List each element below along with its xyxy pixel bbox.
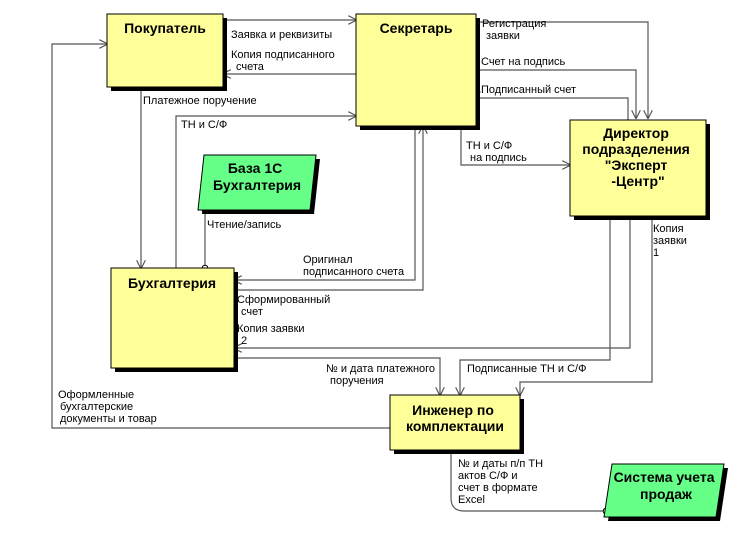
label-read-write: Чтение/запись — [207, 219, 282, 231]
store-db1c-title: База 1С Бухгалтерия — [213, 160, 301, 193]
label-signed-tn-sf: Подписанные ТН и С/Ф — [467, 363, 586, 375]
label-signed-invoice: Подписанный счет — [481, 84, 576, 96]
box-buyer-title: Покупатель — [124, 20, 206, 36]
label-request-copy-2: Копия заявки 2 — [237, 323, 308, 347]
label-payment-no-date: № и дата платежного поручения — [326, 363, 438, 387]
conn-copy-2 — [234, 216, 631, 348]
conn-docs-to-buyer — [51, 44, 390, 429]
label-excel-export: № и даты п/п ТН актов С/Ф и счет в форма… — [458, 458, 546, 506]
conn-tn-sf-to-director — [460, 126, 570, 165]
store-db1c[interactable]: База 1С Бухгалтерия — [197, 154, 320, 214]
label-docs-goods: Оформленные бухгалтерские документы и то… — [58, 389, 157, 425]
label-tn-sf-to-sign: ТН и С/Ф на подпись — [466, 140, 527, 164]
label-invoice-to-sign: Счет на подпись — [481, 56, 565, 68]
conn-signed-tn-sf — [460, 216, 611, 395]
label-original-signed: Оригинал подписанного счета — [303, 254, 405, 278]
box-secretary[interactable]: Секретарь — [355, 13, 480, 130]
conn-tn-sf-to-secretary — [175, 116, 356, 268]
conn-registration — [476, 21, 648, 118]
store-sales-title: Система учета продаж — [614, 469, 719, 502]
flow-labels: Заявка и реквизиты Копия подписанного сч… — [58, 18, 690, 506]
box-engineer[interactable]: Инженер по комплектации — [389, 394, 524, 454]
conn-original-to-accounting — [234, 126, 416, 280]
box-director[interactable]: Директор подразделения "Эксперт -Центр" — [569, 119, 710, 220]
box-engineer-title: Инженер по комплектации — [406, 402, 504, 434]
label-request-details: Заявка и реквизиты — [231, 29, 332, 41]
store-sales[interactable]: Система учета продаж — [603, 463, 728, 521]
box-secretary-title: Секретарь — [380, 20, 453, 36]
conn-formed-invoice — [234, 126, 423, 291]
label-signed-copy: Копия подписанного счета — [231, 49, 338, 73]
box-accounting[interactable]: Бухгалтерия — [110, 267, 238, 372]
box-buyer[interactable]: Покупатель — [106, 13, 227, 91]
label-payment-order: Платежное поручение — [143, 95, 257, 107]
label-tn-sf: ТН и С/Ф — [181, 119, 227, 131]
box-accounting-title: Бухгалтерия — [128, 275, 216, 291]
conn-payment-no-to-engineer — [234, 357, 440, 395]
label-formed-invoice: Сформированный счет — [237, 294, 333, 318]
conn-excel-export — [450, 450, 606, 512]
box-director-title: Директор подразделения "Эксперт -Центр" — [582, 125, 693, 189]
label-request-copy-1: Копия заявки 1 — [653, 223, 690, 259]
conn-copy-1 — [520, 216, 653, 395]
conn-invoice-to-director — [476, 69, 636, 118]
label-registration: Регистрация заявки — [482, 18, 549, 42]
